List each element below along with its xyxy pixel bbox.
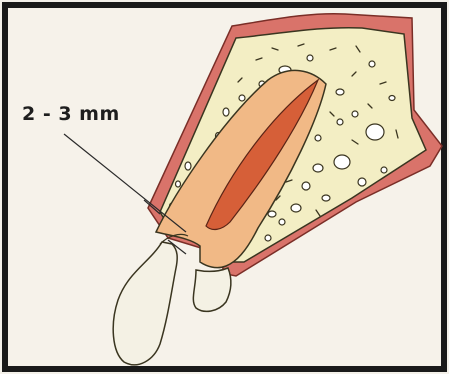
tooth-crown-labial — [113, 242, 177, 365]
tooth-crown-lingual — [193, 268, 230, 311]
measurement-label: 2 - 3 mm — [22, 103, 120, 125]
